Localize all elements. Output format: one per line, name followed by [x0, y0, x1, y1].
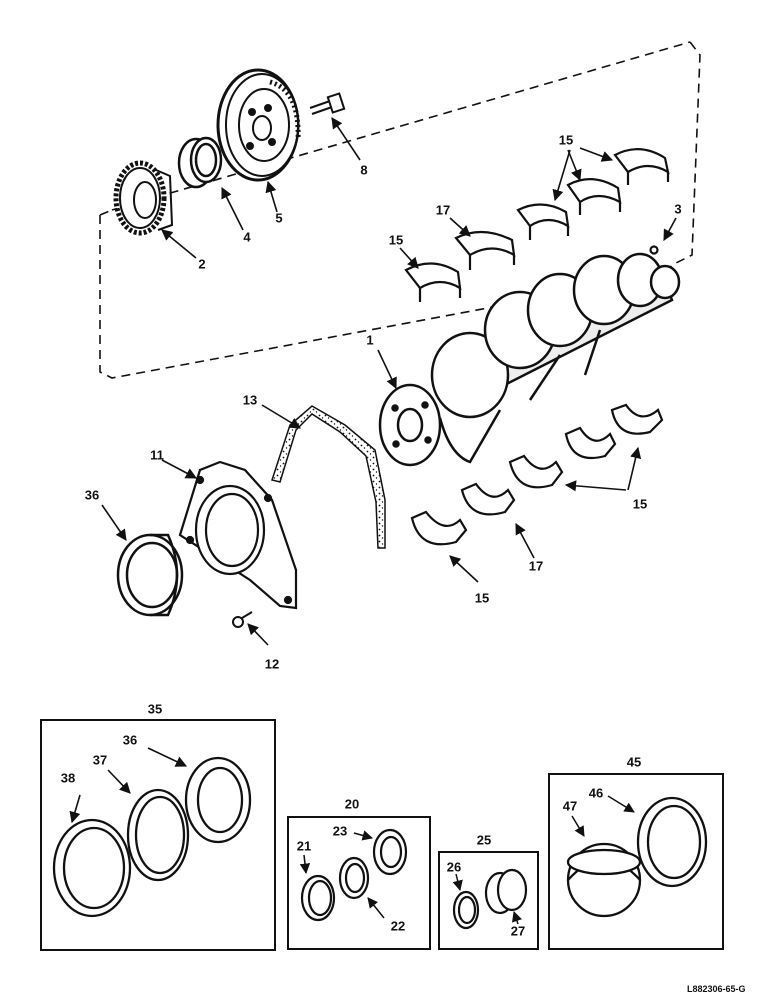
kit-45-parts	[566, 795, 708, 918]
kit-45-part-47: 47	[562, 798, 578, 814]
callout-17-upper: 17	[435, 202, 451, 218]
kit-20-part-23: 23	[332, 823, 348, 839]
kit-35-seals	[52, 747, 252, 918]
callout-8: 8	[360, 162, 368, 178]
crankshaft	[378, 252, 681, 467]
kit-25-part-26: 26	[446, 859, 462, 875]
callout-13: 13	[242, 392, 258, 408]
kit-20-part-21: 21	[296, 838, 312, 854]
rear-cover-gasket	[271, 405, 386, 549]
callout-17-lower: 17	[528, 558, 544, 574]
callout-1: 1	[366, 332, 374, 348]
upper-bearing-shells	[404, 148, 670, 302]
crankshaft-gear	[113, 160, 174, 236]
callout-5: 5	[275, 210, 283, 226]
rear-seal-housing	[178, 460, 298, 610]
housing-screw	[232, 611, 253, 628]
kit-label-20: 20	[344, 796, 360, 812]
kit-box-20	[287, 816, 431, 950]
kit-35-part-38: 38	[60, 770, 76, 786]
callout-15-lower-right: 15	[632, 496, 648, 512]
kit-20-parts	[299, 828, 408, 922]
rear-oil-seal	[116, 533, 184, 617]
kit-box-25	[438, 851, 539, 950]
callout-15-upper-right: 15	[558, 132, 574, 148]
kit-35-part-36: 36	[122, 732, 138, 748]
callout-15-upper-left: 15	[388, 232, 404, 248]
spacer-ring	[177, 136, 223, 189]
kit-35-part-37: 37	[92, 752, 108, 768]
callout-4: 4	[243, 229, 251, 245]
callout-36: 36	[84, 487, 100, 503]
callout-15-lower-left: 15	[474, 590, 490, 606]
kit-20-part-22: 22	[390, 918, 406, 934]
callout-11: 11	[150, 447, 164, 463]
pulley-bolt	[309, 92, 346, 115]
kit-label-45: 45	[626, 754, 642, 770]
kit-label-25: 25	[476, 832, 492, 848]
damper-pulley	[216, 68, 301, 182]
leader-arrows	[101, 117, 677, 646]
callout-12: 12	[264, 656, 280, 672]
callout-2: 2	[198, 256, 206, 272]
kit-box-35	[40, 719, 276, 951]
kit-label-35: 35	[147, 701, 163, 717]
callout-3: 3	[674, 201, 682, 217]
kit-25-part-27: 27	[510, 923, 526, 939]
lower-bearing-shells	[410, 403, 664, 546]
kit-45-part-46: 46	[588, 785, 604, 801]
reference-code: L882306-65-G	[687, 984, 746, 994]
kit-25-parts	[452, 868, 528, 930]
kit-box-45	[548, 773, 724, 950]
